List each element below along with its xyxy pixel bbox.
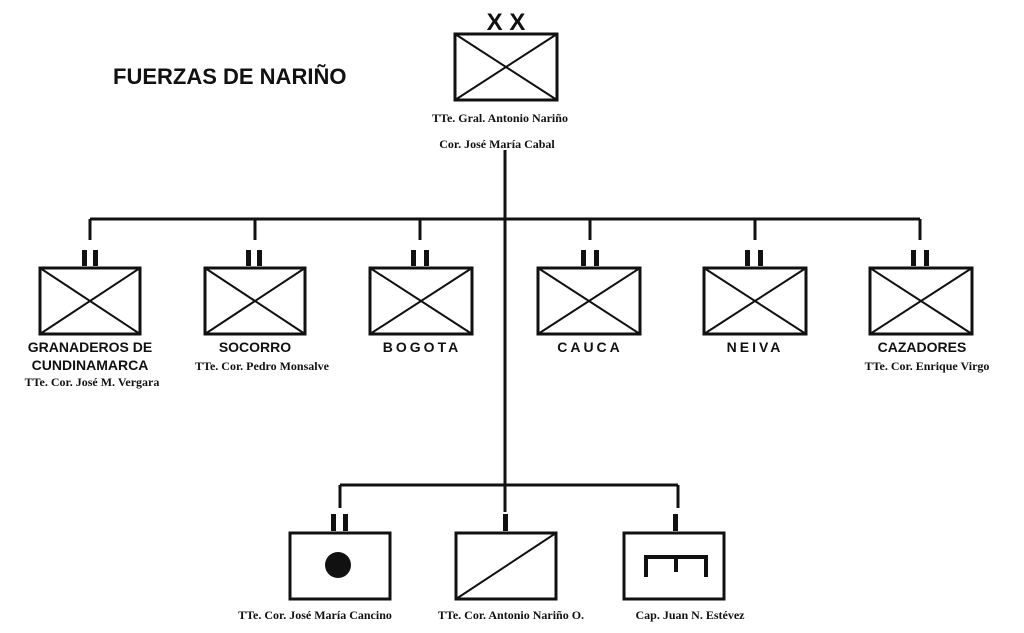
echelon-bar — [758, 250, 763, 266]
echelon-bar — [246, 250, 251, 266]
cross-line — [454, 33, 558, 101]
unit-name-line-1: BOGOTA — [383, 339, 461, 355]
unit-cauca: CAUCA — [536, 250, 642, 355]
echelon-bar — [331, 514, 336, 531]
echelon-bar — [594, 250, 599, 266]
cross-line — [204, 267, 306, 335]
echelon-bar — [581, 250, 586, 266]
echelon-bar — [673, 514, 678, 531]
unit-commander: Cap. Juan N. Estévez — [635, 608, 745, 622]
unit-name-line-1: NEIVA — [727, 339, 784, 355]
engineer-icon — [644, 555, 708, 577]
hq-commander-1: TTe. Gral. Antonio Nariño — [432, 111, 568, 125]
echelon-bar — [82, 250, 87, 266]
unit-commander: TTe. Cor. José María Cancino — [238, 608, 392, 622]
unit-commander: TTe. Cor. Enrique Virgo — [865, 359, 990, 373]
unit-name-line-1: CAZADORES — [878, 339, 967, 355]
cross-line — [869, 267, 973, 335]
unit-name-line-2: CUNDINAMARCA — [32, 357, 149, 373]
echelon-bar — [911, 250, 916, 266]
artillery-dot-icon — [325, 552, 351, 578]
hq-unit: X X TTe. Gral. Antonio Nariño Cor. José … — [432, 9, 568, 151]
support-unit-engineers: Cap. Juan N. Estévez — [622, 514, 745, 622]
unit-granaderos: GRANADEROS DE CUNDINAMARCA TTe. Cor. Jos… — [25, 250, 160, 389]
echelon-bar — [745, 250, 750, 266]
division-echelon-mark: X X — [487, 9, 526, 36]
echelon-bar — [93, 250, 98, 266]
cavalry-slash-icon — [455, 532, 557, 600]
support-unit-artillery: TTe. Cor. José María Cancino — [238, 514, 392, 622]
cross-line — [39, 267, 141, 335]
chart-title: FUERZAS DE NARIÑO — [113, 64, 346, 89]
unit-commander: TTe. Cor. Antonio Nariño O. — [438, 608, 584, 622]
unit-socorro: SOCORRO TTe. Cor. Pedro Monsalve — [195, 250, 330, 373]
cross-line — [703, 267, 807, 335]
unit-neiva: NEIVA — [702, 250, 808, 355]
echelon-bar — [924, 250, 929, 266]
hq-commander-2: Cor. José María Cabal — [439, 137, 555, 151]
echelon-bar — [411, 250, 416, 266]
echelon-bar — [424, 250, 429, 266]
unit-commander: TTe. Cor. Pedro Monsalve — [195, 359, 330, 373]
unit-name-line-1: SOCORRO — [219, 339, 291, 355]
echelon-bar — [343, 514, 348, 531]
support-unit-cavalry: TTe. Cor. Antonio Nariño O. — [438, 514, 584, 622]
echelon-bar — [257, 250, 262, 266]
unit-commander: TTe. Cor. José M. Vergara — [25, 375, 160, 389]
connector-lines — [88, 150, 922, 512]
unit-bogota: BOGOTA — [368, 250, 474, 355]
echelon-bar — [503, 514, 508, 531]
cross-line — [537, 267, 641, 335]
unit-name-line-1: CAUCA — [557, 339, 623, 355]
cross-line — [369, 267, 473, 335]
unit-name-line-1: GRANADEROS DE — [28, 339, 152, 355]
unit-cazadores: CAZADORES TTe. Cor. Enrique Virgo — [865, 250, 990, 373]
